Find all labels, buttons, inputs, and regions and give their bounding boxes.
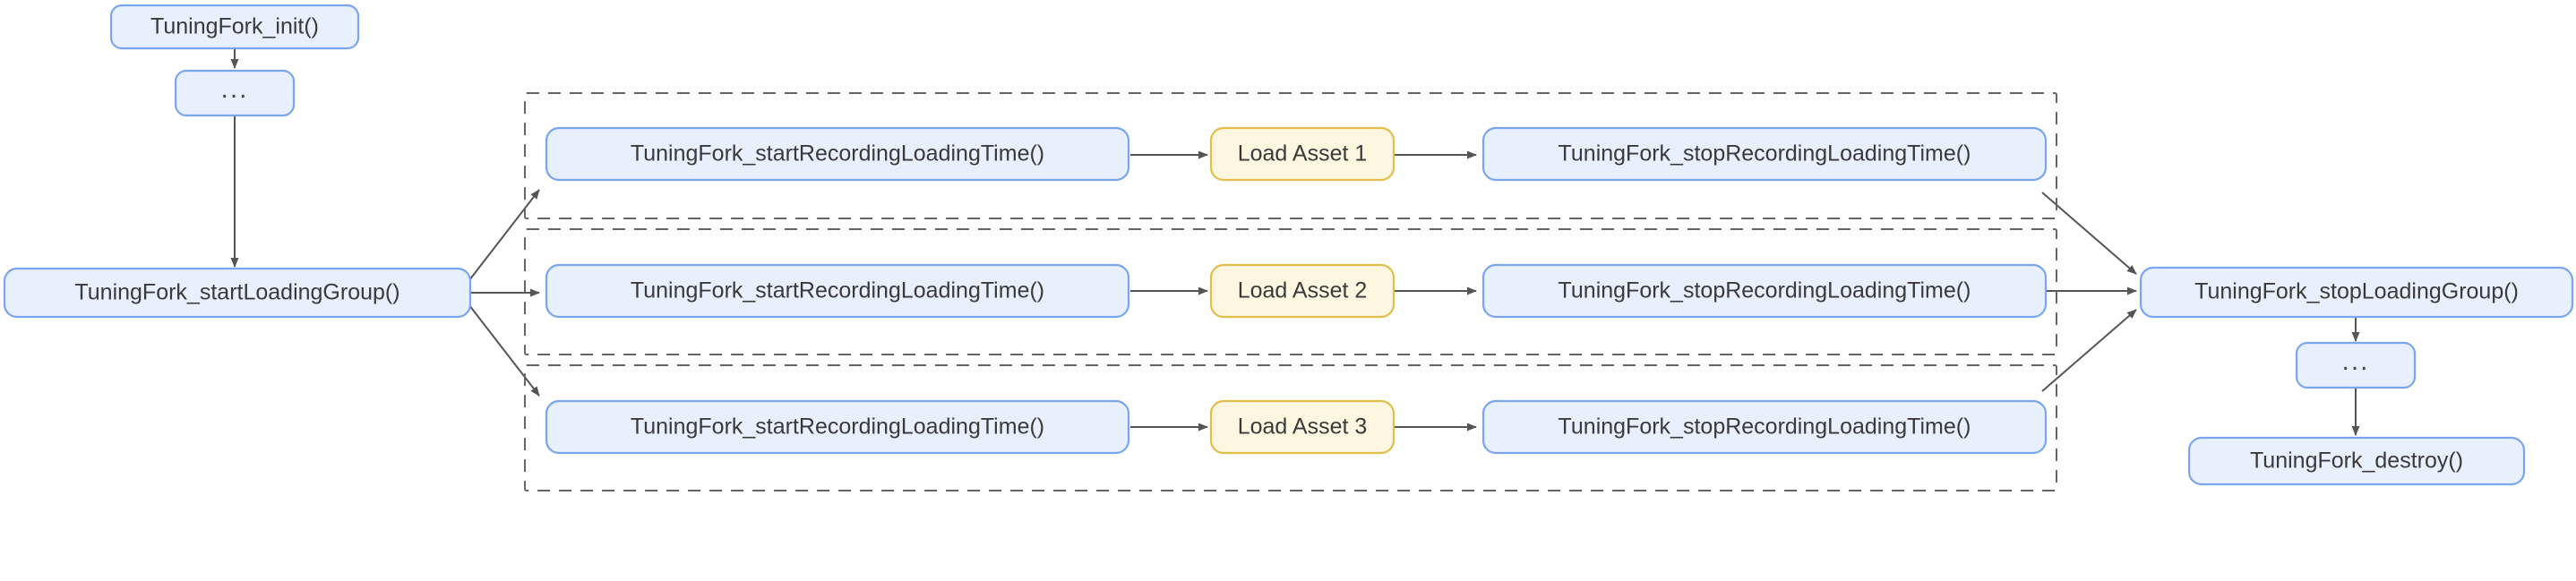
subgraph-asset-group-2	[524, 228, 2057, 355]
subgraph-asset-group-1	[524, 92, 2057, 219]
node-ellipsis-top-label: ...	[220, 74, 248, 104]
node-ellipsis-bottom[interactable]: ...	[2295, 341, 2417, 389]
edge-layer	[230, 47, 2360, 436]
edge-asset-group-3-to-stop-loading-group	[2041, 309, 2137, 392]
node-load-asset-3[interactable]: Load Asset 3	[1209, 399, 1395, 455]
node-stop-loading-group[interactable]: TuningFork_stopLoadingGroup()	[2139, 266, 2574, 319]
node-ellipsis-top[interactable]: ...	[174, 69, 296, 117]
node-load-asset-2[interactable]: Load Asset 2	[1209, 263, 1395, 319]
subgraph-asset-group-3	[524, 364, 2057, 491]
node-start-loading-group[interactable]: TuningFork_startLoadingGroup()	[3, 267, 472, 319]
node-layer: TuningFork_init() ... TuningFork_startLo…	[3, 4, 2574, 486]
node-tuningfork-init[interactable]: TuningFork_init()	[109, 4, 360, 50]
node-load-asset-1[interactable]: Load Asset 1	[1209, 126, 1395, 182]
edge-start-group-to-asset-group-3	[468, 304, 540, 397]
node-asset-group-2-start-recording[interactable]: TuningFork_startRecordingLoadingTime()	[545, 263, 1130, 319]
node-tuningfork-destroy[interactable]: TuningFork_destroy()	[2187, 436, 2526, 486]
node-asset-group-3-start-recording[interactable]: TuningFork_startRecordingLoadingTime()	[545, 399, 1130, 455]
edge-asset-group-1-to-stop-loading-group	[2041, 192, 2137, 275]
subgraph-layer	[524, 92, 2057, 491]
edge-start-group-to-asset-group-1	[468, 189, 540, 281]
node-ellipsis-bottom-label: ...	[2341, 346, 2369, 376]
node-asset-group-1-start-recording[interactable]: TuningFork_startRecordingLoadingTime()	[545, 126, 1130, 182]
node-asset-group-2-stop-recording[interactable]: TuningFork_stopRecordingLoadingTime()	[1481, 263, 2048, 319]
node-asset-group-3-stop-recording[interactable]: TuningFork_stopRecordingLoadingTime()	[1481, 399, 2048, 455]
node-asset-group-1-stop-recording[interactable]: TuningFork_stopRecordingLoadingTime()	[1481, 126, 2048, 182]
